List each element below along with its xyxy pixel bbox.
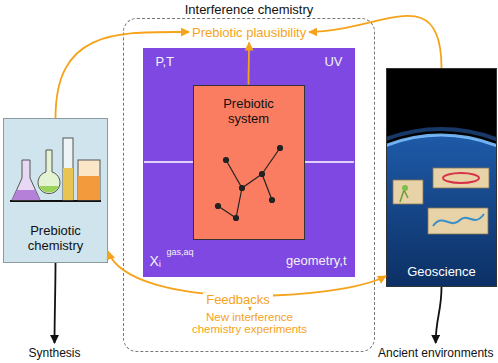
label-slot: Xᵢ [150, 253, 162, 269]
label-slot: UV [324, 54, 342, 69]
pointer-arrow [249, 302, 251, 310]
condition-label: geometry,t [286, 253, 346, 268]
glassware [10, 138, 101, 201]
label-slot: Prebiotic chemistry [8, 223, 103, 253]
goal-text: Prebiotic plausibility [192, 25, 306, 40]
system-box: Prebiotic system [193, 85, 305, 240]
goal-label: Prebiotic plausibility [192, 25, 306, 40]
flow-arrow [54, 263, 57, 343]
label-slot: geometry,t [286, 253, 346, 268]
outcome-text: New interference chemistry experiments [184, 311, 316, 336]
label-slot: Prebiotic system [210, 96, 288, 126]
flow-arrow [309, 16, 441, 68]
flow-arrow [56, 32, 190, 118]
output-text: Ancient environments [378, 346, 493, 360]
system-title: Prebiotic system [210, 96, 288, 126]
divider-line [144, 161, 193, 163]
flow-arrow [108, 251, 386, 295]
label-slot: gas,aq [167, 247, 194, 257]
output-label: Synthesis [29, 346, 81, 360]
outcome-label: New interference chemistry experiments [184, 311, 316, 336]
condition-label: Xᵢ [150, 253, 162, 269]
environment-panels [393, 168, 489, 234]
condition-label: P,T [156, 54, 175, 69]
earth-image [387, 129, 496, 286]
divider-line [305, 161, 354, 163]
flow-arrow [248, 43, 250, 85]
network-graph [216, 146, 283, 221]
label-slot: Feedbacks [203, 290, 273, 308]
condition-label: UV [324, 54, 342, 69]
label-slot: Interference chemistry [124, 2, 374, 17]
output-text: Synthesis [29, 346, 81, 360]
label-slot: P,T [156, 54, 175, 69]
panel-title: Prebiotic chemistry [8, 223, 103, 253]
condition-superscript: gas,aq [167, 247, 194, 257]
group-heading: Interference chemistry [124, 2, 374, 17]
flow-arrow [436, 287, 442, 343]
label-slot: Geoscience [389, 264, 494, 279]
edge-label: Feedbacks [203, 293, 273, 307]
panel-title: Geoscience [389, 264, 494, 279]
output-label: Ancient environments [378, 346, 493, 360]
